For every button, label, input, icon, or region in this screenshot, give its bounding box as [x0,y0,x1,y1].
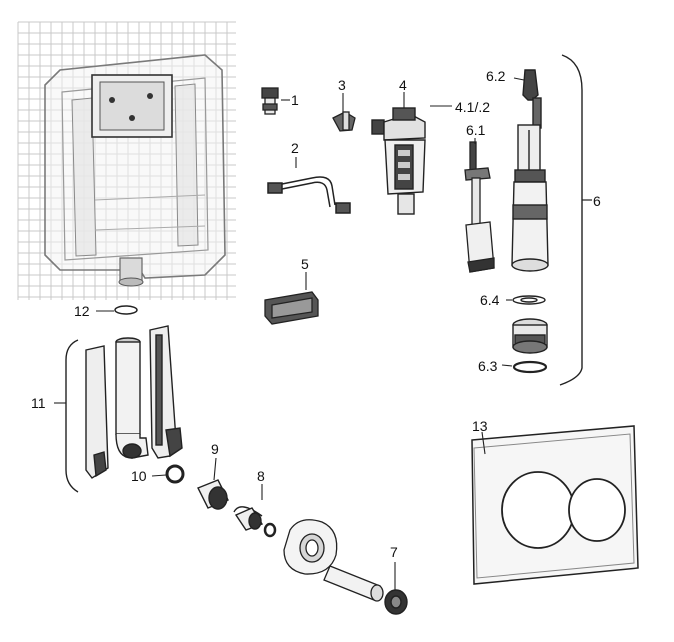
label-6-3: 6.3 [478,358,498,374]
part-10-ring [165,464,185,484]
label-8: 8 [257,468,265,484]
label-13: 13 [472,418,488,434]
part-8-pipe-and-ring [233,506,277,538]
label-2: 2 [291,140,299,156]
part-5-bracket [264,291,319,325]
part-11-flush-pipe-set [65,325,183,493]
part-6-flush-valve [511,69,549,374]
label-4-1-2: 4.1/.2 [455,99,491,115]
label-6-2: 6.2 [486,68,506,84]
part-6-1-overflow-pipe [464,141,495,273]
label-9: 9 [211,441,219,457]
label-1: 1 [291,92,299,108]
label-11: 11 [31,395,46,411]
label-7: 7 [390,544,398,560]
label-6-1: 6.1 [466,122,486,138]
part-3-fitting [332,111,356,132]
label-4: 4 [399,77,407,93]
part-7-cap [384,589,408,615]
part-1-angle-valve [261,87,279,115]
label-3: 3 [338,77,346,93]
part-4-fill-valve [371,107,426,215]
long-pipe [323,565,384,602]
label-5: 5 [301,256,309,272]
cistern-frame [17,21,236,300]
label-6-4: 6.4 [480,292,500,308]
bracket-6 [559,54,583,386]
wall-rosette [283,519,338,575]
part-12-washer [114,305,138,315]
label-10: 10 [131,468,147,484]
part-2-supply-hose [267,176,351,214]
part-13-flush-plate [471,425,639,585]
part-9-connector-sleeve [197,479,229,510]
label-6: 6 [593,193,601,209]
leader-lines [54,77,525,590]
label-12: 12 [74,303,90,319]
